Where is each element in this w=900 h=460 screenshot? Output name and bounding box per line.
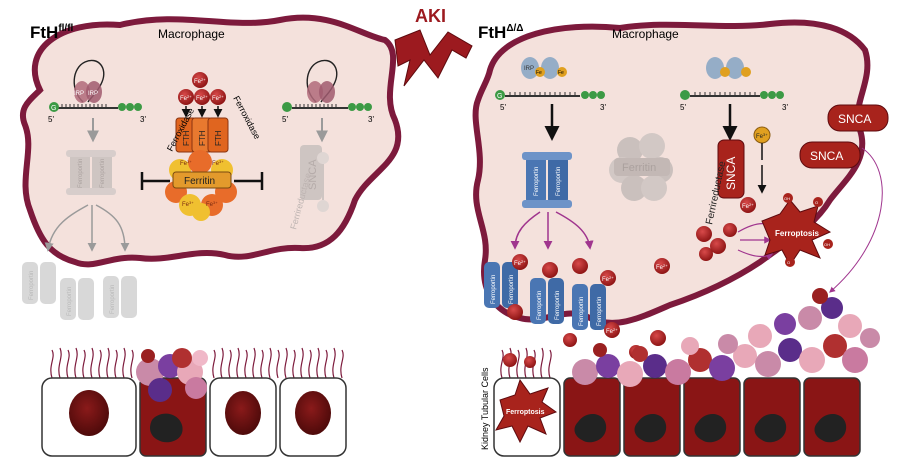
snca-label: SNCA (307, 159, 319, 190)
fe2-label: Fe2+ (742, 202, 754, 210)
right-ferritin-faded: Ferritin (609, 133, 673, 201)
immune-infiltrate-right (572, 288, 880, 387)
fth-label: FTH (214, 130, 223, 146)
fe-ions-top: Fe2+ Fe2+ Fe2+ Fe2+ (178, 72, 226, 105)
ros-label: OH (824, 242, 830, 247)
aki-label: AKI (415, 6, 446, 26)
left-ferroportin-faded: Ferroportin Ferroportin (66, 150, 116, 195)
ferroportin-label: Ferroportin (78, 159, 84, 188)
snca-extracellular: SNCA SNCA (799, 104, 889, 293)
mrna-3-label: 3' (368, 115, 374, 124)
right-kidney-tubule: Ferroptosis (493, 288, 880, 457)
right-membrane-ferroportins: Ferroportin Ferroportin Ferroportin Ferr… (484, 262, 606, 330)
fe2-label: Fe2+ (514, 259, 526, 267)
ferroportin-label: Ferroportin (110, 285, 116, 314)
ferroportin-label: Ferroportin (509, 275, 515, 304)
snca-label: SNCA (838, 112, 871, 126)
ros-label: O (815, 200, 818, 205)
ferroportin-label: Ferroportin (537, 291, 543, 320)
ferroportin-label: Ferroportin (579, 297, 585, 326)
cap-label: G (51, 105, 56, 112)
ferroportin-label: Ferroportin (597, 297, 603, 326)
fe3-label: Fe3+ (180, 159, 192, 167)
ferroportin-label: Ferroportin (534, 167, 540, 196)
left-genotype: FtHfl/fl (30, 23, 74, 42)
fe-ion-label: Fe2+ (196, 94, 208, 102)
nucleus (225, 391, 261, 435)
fe2-label: Fe2+ (656, 263, 668, 271)
ferroportin-label: Ferroportin (100, 159, 106, 188)
ferroptosis-label: Ferroptosis (775, 229, 820, 238)
irp-label: IRP (524, 66, 534, 72)
fe3-label: Fe3+ (756, 132, 768, 140)
right-genotype: FtHΔ/Δ (478, 23, 523, 42)
mrna-5-label: 5' (500, 103, 506, 112)
ferroportin-label: Ferroportin (491, 275, 497, 304)
fe-label: Fe (536, 70, 542, 76)
nucleus (295, 391, 331, 435)
fe3-label: Fe3+ (182, 200, 194, 208)
aki-lightning: AKI (394, 6, 473, 87)
kidney-ferroptosis-label: Ferroptosis (506, 409, 545, 416)
mrna-5-label: 5' (48, 115, 54, 124)
fth-subunits: FTH FTH FTH (175, 117, 229, 153)
fe2-label: Fe2+ (606, 327, 618, 335)
snca-label: SNCA (724, 157, 738, 190)
fe-ion-label: Fe2+ (212, 94, 224, 102)
ferroportin-label: Ferroportin (29, 271, 35, 300)
fe-ion-label: Fe2+ (180, 94, 192, 102)
immune-cluster-left (136, 348, 208, 402)
ferroportin-label: Ferroportin (67, 287, 73, 316)
right-mrna-ferroportin: G 5' 3' Fe Fe IRP (495, 57, 606, 112)
ros-label: O (787, 260, 790, 265)
ferritin-label: Ferritin (184, 176, 215, 187)
left-mrna-ferroportin: G 5' 3' IRP IRP (48, 59, 146, 124)
fth-label: FTH (198, 130, 207, 146)
fth-label: FTH (182, 130, 191, 146)
right-cell-label: Macrophage (612, 27, 679, 41)
mrna-3-label: 3' (140, 115, 146, 124)
ferroportin-label: Ferroportin (556, 167, 562, 196)
left-ferritin-assembly: Fe2+ Fe2+ Fe2+ Fe2+ FTH FTH FTH Ferroxid… (140, 72, 264, 221)
microvilli (50, 347, 344, 379)
left-cell-label: Macrophage (158, 27, 225, 41)
left-kidney-tubule (41, 347, 347, 457)
mrna-5-label: 5' (282, 115, 288, 124)
left-mrna-snca: 5' 3' (282, 59, 374, 124)
right-mrna-snca: 5' 3' (680, 57, 788, 112)
ros-label: OH (784, 196, 790, 201)
fe-to-ferroptosis: Ferroptosis OH O OH O (696, 193, 833, 267)
ferroportin-label: Ferroportin (555, 291, 561, 320)
left-membrane-ferroportins: Ferroportin Ferroportin Ferroportin (22, 262, 137, 320)
fe-label: Fe (558, 70, 564, 76)
fe2-label: Fe2+ (602, 275, 614, 283)
fe-ion-label: Fe2+ (194, 77, 206, 85)
cap-label: G (497, 93, 502, 100)
fe3-label: Fe3+ (206, 200, 218, 208)
fe3-label: Fe3+ (212, 159, 224, 167)
mrna-3-label: 3' (782, 103, 788, 112)
irp-label: IRP (88, 91, 98, 97)
mrna-5-label: 5' (680, 103, 686, 112)
mrna-3-label: 3' (600, 103, 606, 112)
ferritin-shell: Fe3+ Fe3+ Fe3+ Fe3+ Ferritin (165, 150, 237, 221)
kidney-label: Kidney Tubular Cells (480, 367, 490, 450)
nucleus (69, 390, 109, 436)
free-iron-ions: Fe2+ Fe2+ Fe2+ Fe2+ (507, 254, 670, 359)
irp-label: IRP (74, 91, 84, 97)
ferritin-label: Ferritin (622, 162, 656, 174)
right-ferroportin: Ferroportin Ferroportin (522, 152, 572, 208)
snca-label: SNCA (810, 149, 843, 163)
